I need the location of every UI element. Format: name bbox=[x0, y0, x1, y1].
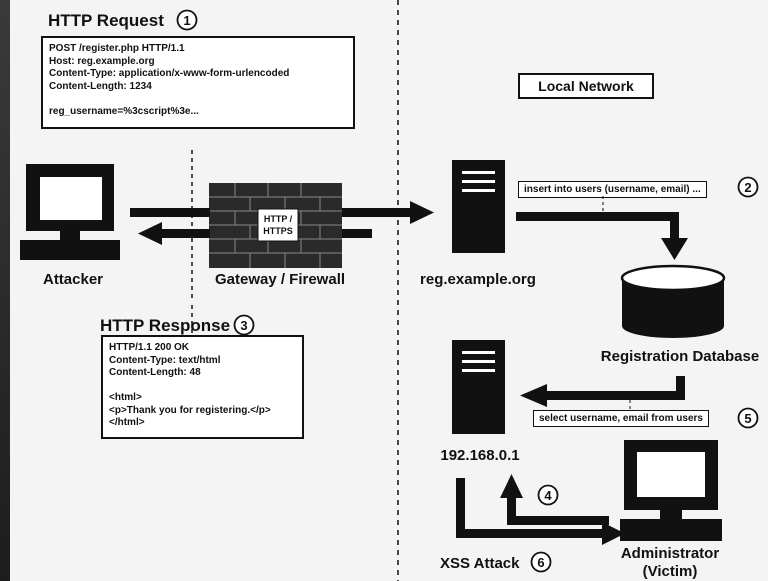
xss-arrow bbox=[456, 478, 625, 545]
admin-computer-icon bbox=[620, 440, 722, 541]
local-network-text: Local Network bbox=[538, 78, 634, 94]
step-4-arrow bbox=[500, 474, 609, 525]
step-6-circle bbox=[530, 551, 552, 573]
database-icon bbox=[620, 264, 726, 338]
step-2-circle bbox=[737, 176, 759, 198]
http-request-body: POST /register.php HTTP/1.1 Host: reg.ex… bbox=[49, 43, 290, 117]
http-request-heading: HTTP Request bbox=[48, 11, 164, 30]
insert-query-text: insert into users (username, email) ... bbox=[524, 184, 701, 195]
http-request-box: POST /register.php HTTP/1.1 Host: reg.ex… bbox=[41, 36, 355, 129]
admin-server-label: 192.168.0.1 bbox=[440, 447, 519, 464]
step-1-number: 1 bbox=[183, 13, 190, 28]
select-query-tag: select username, email from users bbox=[533, 410, 709, 427]
attacker-computer-icon bbox=[20, 164, 120, 260]
victim-label: (Victim) bbox=[643, 563, 698, 580]
select-query-text: select username, email from users bbox=[539, 413, 703, 424]
step-4-circle bbox=[537, 484, 559, 506]
reg-server-icon bbox=[452, 160, 505, 253]
gateway-label: Gateway / Firewall bbox=[215, 271, 345, 288]
reg-server-label: reg.example.org bbox=[420, 271, 536, 288]
step-1-circle bbox=[176, 9, 198, 31]
http-response-box: HTTP/1.1 200 OK Content-Type: text/html … bbox=[101, 335, 304, 439]
firewall-icon bbox=[209, 183, 342, 268]
step-3-circle bbox=[233, 314, 255, 336]
admin-label: Administrator bbox=[621, 545, 720, 562]
step-2-number: 2 bbox=[744, 180, 751, 195]
request-arrow bbox=[130, 201, 434, 224]
step-5-circle bbox=[737, 407, 759, 429]
http-response-heading: HTTP Response bbox=[100, 316, 230, 335]
select-arrow bbox=[520, 376, 685, 407]
xss-attack-label: XSS Attack bbox=[440, 555, 520, 572]
admin-server-icon bbox=[452, 340, 505, 434]
step-6-number: 6 bbox=[537, 555, 544, 570]
insert-query-tag: insert into users (username, email) ... bbox=[518, 181, 707, 198]
insert-arrow bbox=[516, 212, 688, 260]
gateway-badge-line1: HTTP / bbox=[264, 214, 293, 224]
attacker-label: Attacker bbox=[43, 271, 103, 288]
response-arrow bbox=[138, 222, 372, 245]
http-response-body: HTTP/1.1 200 OK Content-Type: text/html … bbox=[109, 342, 271, 428]
step-4-number: 4 bbox=[544, 488, 552, 503]
database-label: Registration Database bbox=[601, 348, 759, 365]
local-network-label: Local Network bbox=[518, 73, 654, 99]
step-3-number: 3 bbox=[240, 318, 247, 333]
gateway-badge-line2: HTTPS bbox=[263, 226, 293, 236]
step-5-number: 5 bbox=[744, 411, 751, 426]
